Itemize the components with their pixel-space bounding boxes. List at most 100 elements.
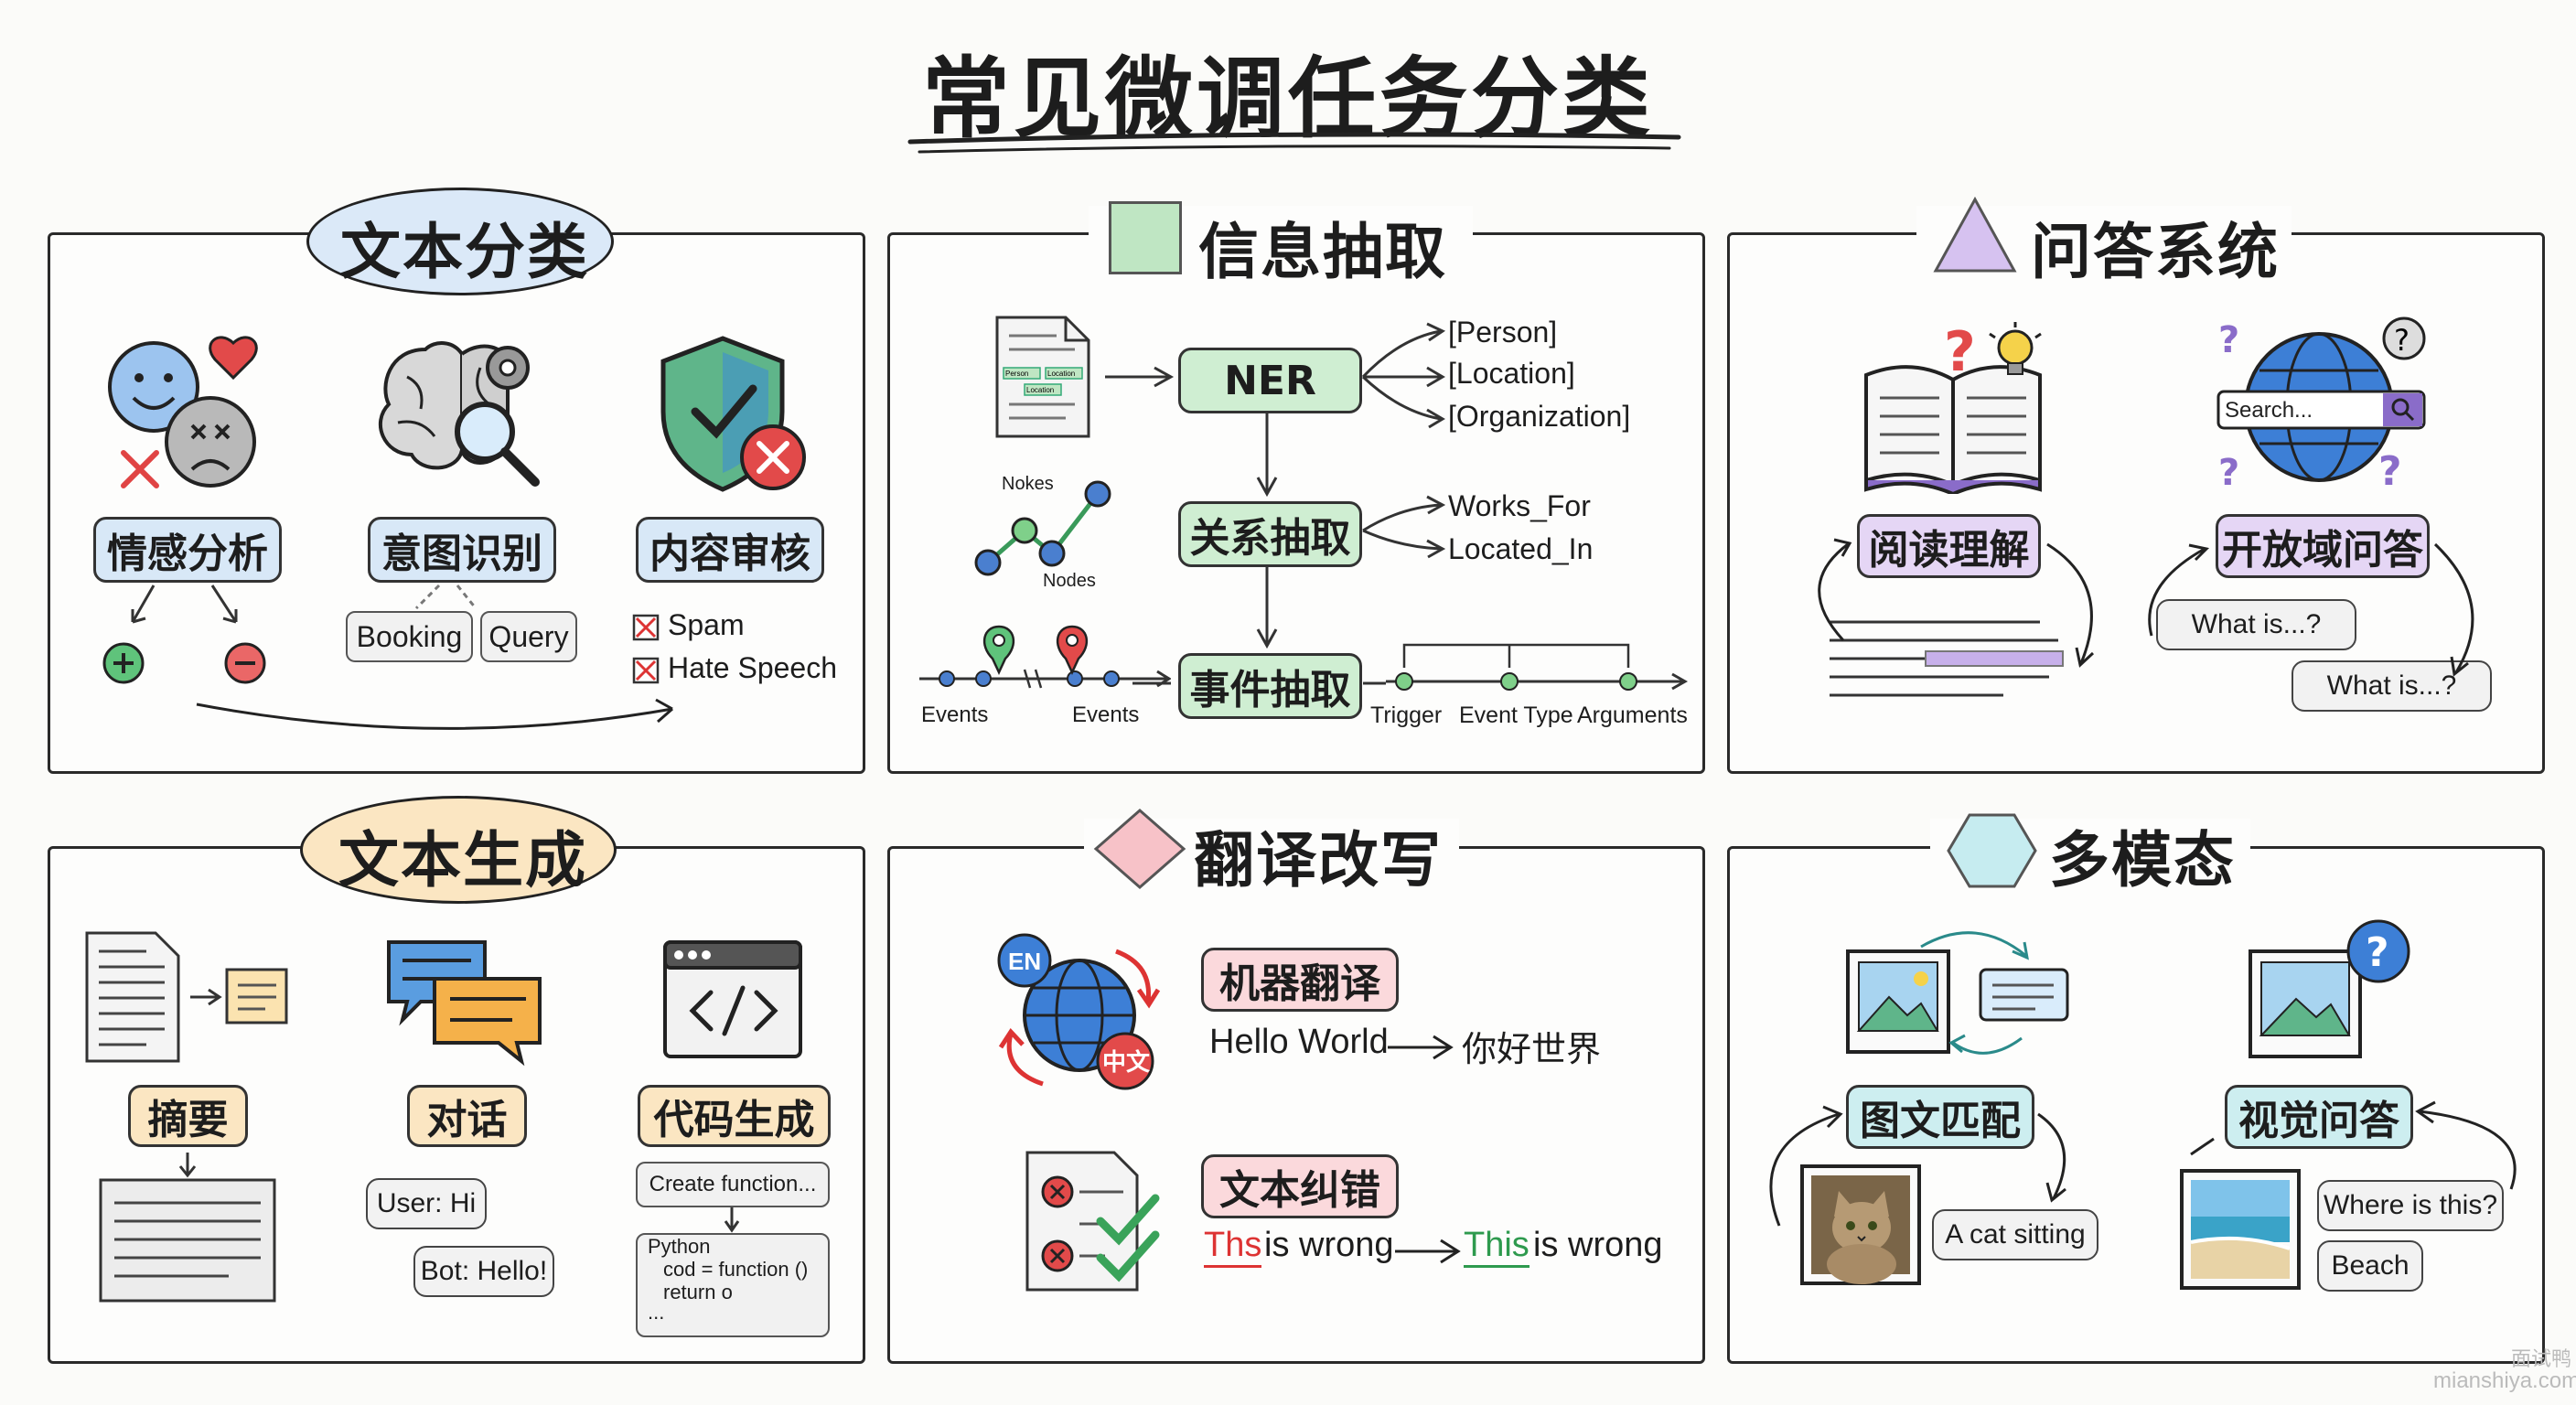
caption-bubble: A cat sitting [1932,1209,2098,1260]
correction-right-rest: is wrong [1533,1226,1663,1264]
arrow-right [1388,1035,1454,1060]
doc-label-location: Location [1026,386,1054,394]
bubble-question-2: What is...? [2292,660,2492,712]
event-output-timeline [1386,643,1689,691]
checkbox-x-icon [632,614,660,641]
doc-label-location: Location [1047,370,1075,378]
document-lines [1830,620,2064,697]
document-icon: Person Location Location [995,316,1090,438]
globe-translate-icon: EN 中文 [997,933,1161,1090]
book-question-icon: ? [1864,320,2042,494]
svg-text:?: ? [2218,452,2239,494]
panel-title-qa: 问答系统 [2031,217,2280,287]
tag-relation-extraction: 关系抽取 [1178,501,1362,567]
tag-machine-translation: 机器翻译 [1201,948,1399,1012]
svg-text:?: ? [1944,320,1976,384]
watermark-url: mianshiya.com [2433,1368,2576,1393]
event-timeline-icon [919,625,1171,689]
diamond-icon [1093,809,1186,889]
code-window-icon [663,940,802,1058]
search-placeholder: Search... [2225,398,2313,423]
panel-text-classification [48,232,865,774]
event-output-arguments: Arguments [1577,702,1688,728]
title-ellipse [306,188,614,295]
code-output-box [636,1233,830,1337]
image-text-icon [1846,931,2069,1055]
doc-label-person: Person [1005,370,1028,378]
tag-visual-qa: 视觉问答 [2225,1085,2413,1149]
svg-text:?: ? [2378,448,2402,495]
chip-query: Query [480,611,577,662]
code-line: return o [663,1281,733,1303]
hexagon-icon [1947,813,2037,888]
tag-reading-comprehension: 阅读理解 [1857,514,2041,578]
node-graph-icon [974,480,1111,576]
title-underline [907,132,1681,154]
correction-wrong-rest: is wrong [1264,1226,1394,1264]
chat-bubbles-icon [387,940,542,1067]
mt-target: 你好世界 [1462,1029,1602,1069]
correction-right-word: This [1464,1226,1530,1268]
vqa-answer-bubble: Beach [2317,1240,2423,1292]
sentiment-icon [108,336,258,488]
moderation-hate-speech: Hate Speech [668,651,838,684]
title-ellipse [300,796,617,904]
event-output-trigger: Trigger [1370,702,1443,728]
chip-booking: Booking [346,611,473,662]
relation-output-located-in: Located_In [1448,532,1594,565]
tag-text-correction: 文本纠错 [1201,1154,1399,1218]
tag-code-generation: 代码生成 [638,1085,831,1147]
graph-label-nokes: Nokes [1002,474,1054,494]
code-line: cod = function () [663,1258,809,1281]
graph-label-nodes: Nodes [1043,571,1096,591]
shield-icon [660,336,806,492]
checkbox-x-icon [632,657,660,684]
relation-output-works-for: Works_For [1448,489,1591,522]
ner-output-person: [Person] [1448,316,1558,349]
event-output-event-type: Event Type [1459,702,1573,728]
panel-translation [887,846,1705,1364]
vqa-question-bubble: Where is this? [2317,1180,2504,1231]
arrow-down [724,1207,740,1233]
beach-photo [2180,1169,2301,1290]
triangle-icon [1933,196,2017,273]
timeline-label-events: Events [1072,702,1140,727]
panel-title-text-generation: 文本生成 [338,825,587,896]
correction-wrong-word: Ths [1204,1226,1262,1268]
bubble-bot: Bot: Hello! [413,1246,554,1297]
panel-title-translation: 翻译改写 [1194,825,1443,896]
badge-en: EN [1008,948,1041,975]
tag-sentiment: 情感分析 [93,517,282,583]
tag-summary: 摘要 [128,1085,248,1147]
tag-moderation: 内容审核 [636,517,824,583]
timeline-label-events: Events [921,702,989,727]
tag-dialogue: 对话 [407,1085,527,1147]
moderation-spam: Spam [668,608,745,641]
tag-image-text-matching: 图文匹配 [1846,1085,2034,1149]
badge-zh: 中文 [1102,1048,1151,1077]
code-prompt: Create function... [636,1162,830,1207]
bubble-question-1: What is...? [2156,599,2356,650]
panel-title-multimodal: 多模态 [2049,825,2236,896]
plus-icon [102,642,145,684]
watermark-logo-text: 面试鸭 [2511,1348,2572,1371]
tag-event-extraction: 事件抽取 [1178,653,1362,719]
brain-gear-icon [378,341,540,487]
code-line: ... [648,1301,665,1324]
summary-document-icon [85,931,288,1063]
minus-icon [224,642,266,684]
tag-intent: 意图识别 [368,517,556,583]
tag-open-domain-qa: 开放域问答 [2216,514,2430,578]
bubble-user: User: Hi [366,1178,487,1229]
cat-photo [1800,1164,1921,1285]
ner-output-location: [Location] [1448,357,1575,390]
mt-source: Hello World [1209,1023,1389,1061]
summary-output-lines [99,1153,276,1303]
panel-title-information-extraction: 信息抽取 [1198,217,1447,287]
svg-text:?: ? [2394,323,2410,358]
tag-ner: NER [1178,348,1362,413]
panel-title-text-classification: 文本分类 [340,217,589,287]
code-line: Python [648,1235,711,1258]
square-icon [1109,201,1182,274]
ner-output-organization: [Organization] [1448,400,1631,433]
